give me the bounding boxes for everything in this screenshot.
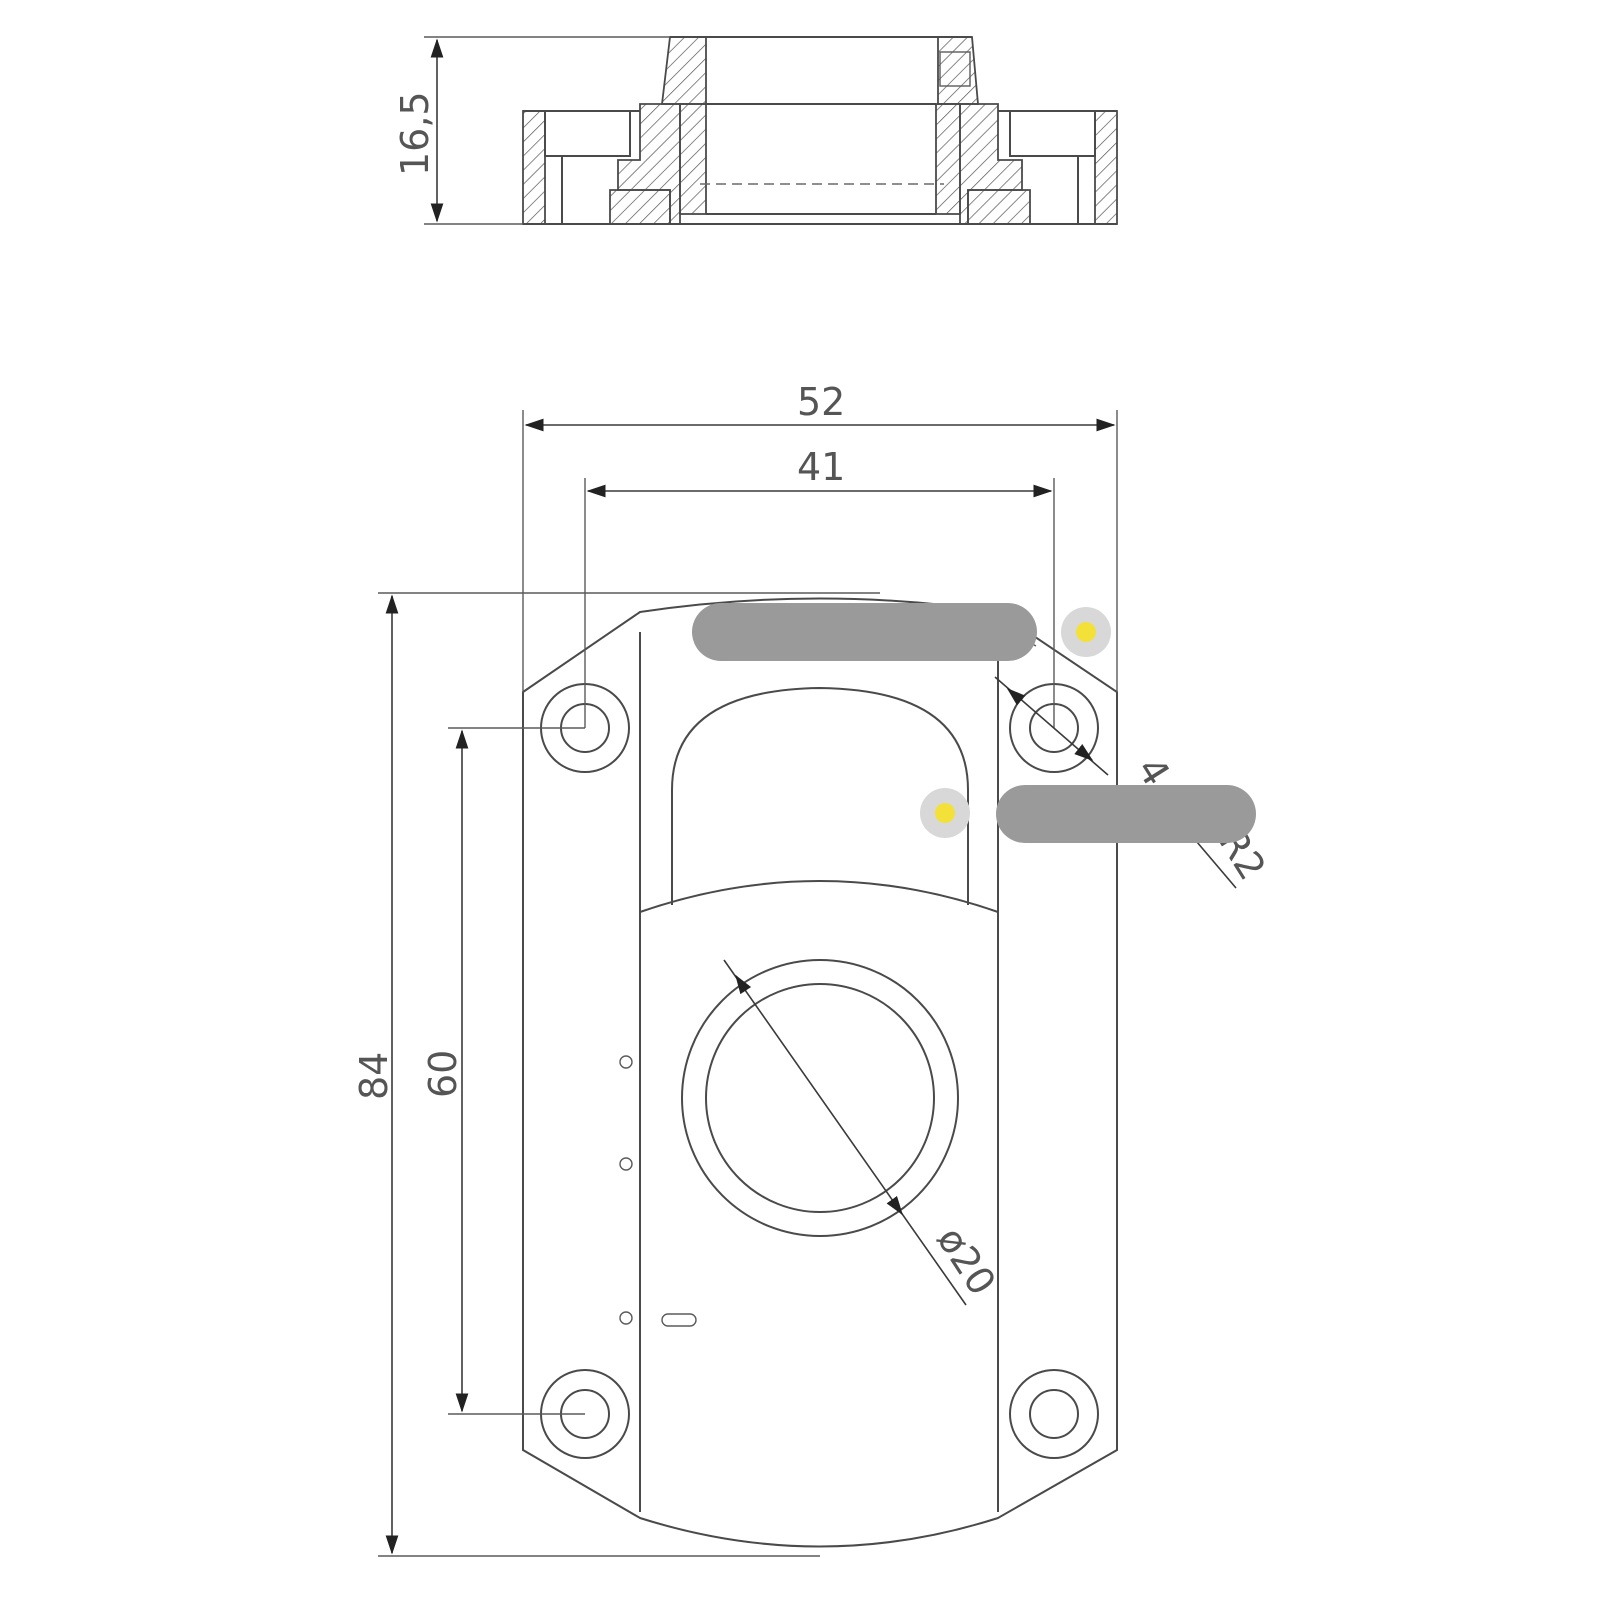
- upper-window: [671, 686, 969, 905]
- base-right-wall: [1094, 110, 1118, 225]
- central-bore: [681, 959, 959, 1237]
- sleeve-left: [679, 103, 707, 215]
- overall-width-label: 52: [797, 380, 845, 424]
- indicator-dot-3: [619, 1311, 633, 1325]
- height-dimension-label: 16,5: [393, 91, 437, 176]
- plate-outline: [522, 597, 1118, 1548]
- hole-spacing-x-label: 41: [797, 445, 845, 489]
- marker-top-dot: [1076, 622, 1096, 642]
- hole-spacing-y-label: 60: [421, 1050, 465, 1098]
- bore-diameter-leader: [723, 959, 967, 1306]
- base-left-wall: [522, 110, 546, 225]
- redaction-bar-right: [996, 785, 1256, 843]
- overlay-markers: [692, 603, 1256, 843]
- sleeve-right: [935, 103, 961, 215]
- redaction-bar-top: [692, 603, 1037, 661]
- boss-right: [937, 36, 979, 105]
- indicator-dot-1: [619, 1055, 633, 1069]
- overall-height-label: 84: [352, 1052, 396, 1100]
- indicator-dot-2: [619, 1157, 633, 1171]
- bore-diameter-label: ø20: [928, 1219, 1004, 1303]
- plan-view: 52 41 84 60 ø20 4 R2: [352, 380, 1274, 1557]
- inner-left-step: [609, 189, 671, 225]
- elevation-view: 16,5: [393, 36, 1118, 225]
- marker-right-dot: [935, 803, 955, 823]
- boss-left: [660, 36, 707, 105]
- inner-right-step: [967, 189, 1031, 225]
- mounting-hole-bottom-right: [1009, 1369, 1099, 1459]
- center-panel-top-curve: [639, 880, 999, 913]
- indicator-slot: [661, 1313, 697, 1327]
